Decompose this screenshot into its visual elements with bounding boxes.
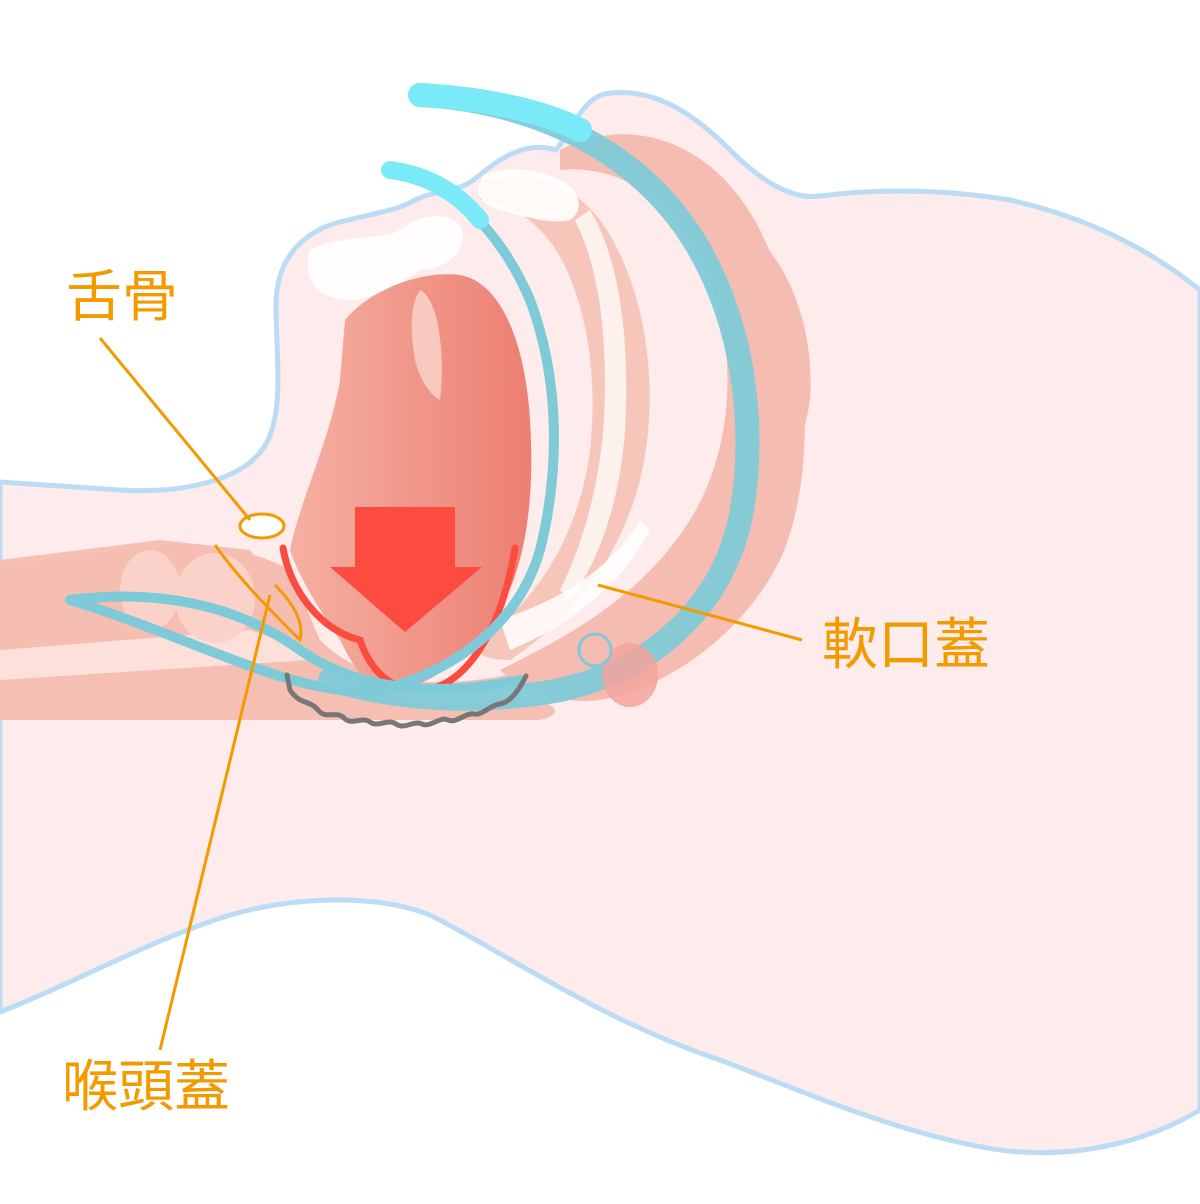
hyoid-leader-line [98,337,252,521]
airway-line-inner-light [381,161,489,229]
hyoid-bone [238,512,286,540]
small-gland [577,632,613,668]
upper-teeth [307,215,463,300]
tongue [290,274,532,691]
down-arrow-icon [330,507,482,632]
palate-shine [500,520,650,650]
cartilage-1 [120,550,180,630]
soft-palate-leader-line [597,583,803,642]
epiglottis-shape [213,544,303,643]
epiglottis-leader-line [158,594,272,1051]
lower-teeth [477,169,579,222]
airway-line-outer-light [408,83,592,142]
tongue-groove [411,290,442,400]
palate-highlight [560,210,627,600]
label-hyoid: 舌骨 [66,265,178,330]
airway-line-inner [65,165,559,697]
trachea-highlight [0,630,310,680]
label-soft-palate: 軟口蓋 [822,613,990,678]
label-epiglottis: 喉頭蓋 [62,1055,230,1120]
snore-wave-icon [284,672,529,729]
airway-line-lower [65,591,525,694]
uvula-bump [602,643,658,707]
airway-line-outer [318,83,760,711]
